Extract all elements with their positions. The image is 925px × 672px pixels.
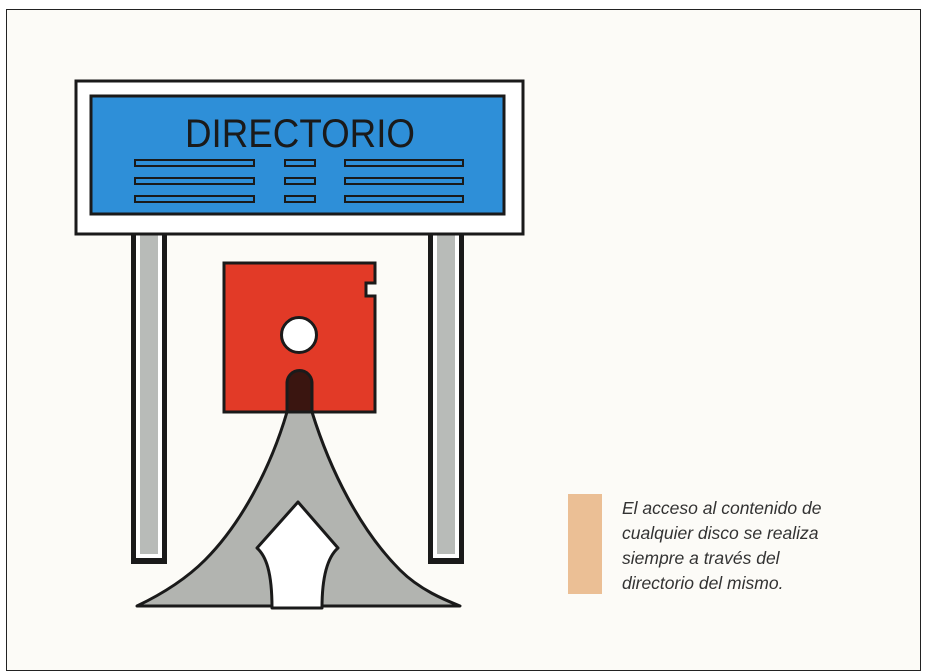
sign-text-lines <box>134 159 464 203</box>
up-arrow-icon <box>255 500 340 610</box>
caption-line: cualquier disco se realiza <box>622 523 819 543</box>
directory-sign: DIRECTORIO <box>74 79 525 236</box>
caption-line: El acceso al contenido de <box>622 498 822 518</box>
caption-line: directorio del mismo. <box>622 573 784 593</box>
figure-caption: El acceso al contenido de cualquier disc… <box>622 496 922 596</box>
left-post <box>131 232 167 564</box>
right-post <box>428 232 464 564</box>
caption-line: siempre a través del <box>622 548 780 568</box>
sign-title: DIRECTORIO <box>185 112 415 156</box>
floppy-disk-icon <box>222 261 377 414</box>
caption-color-swatch <box>568 494 602 594</box>
